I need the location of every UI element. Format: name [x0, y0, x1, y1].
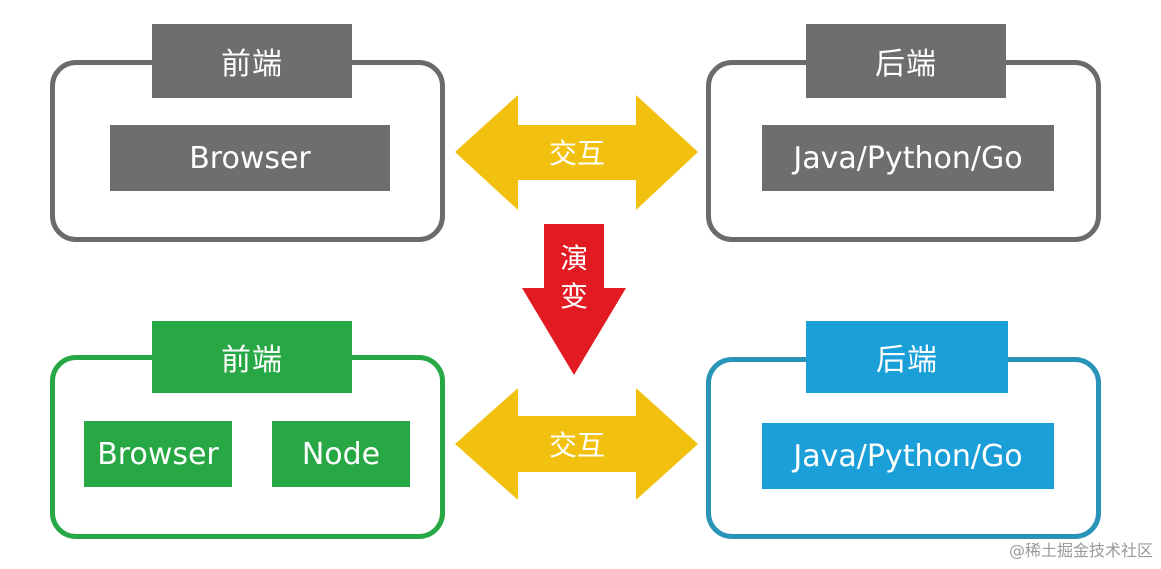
- bottom-frontend-browser-box: Browser: [84, 421, 232, 487]
- watermark: @稀土掘金技术社区: [1008, 541, 1153, 560]
- top-frontend-title: 前端: [152, 24, 352, 98]
- bottom-backend-title: 后端: [806, 321, 1008, 393]
- top-interaction-label: 交互: [549, 137, 605, 170]
- evolution-label-char-2: 变: [560, 280, 588, 313]
- evolution-label-char-1: 演: [560, 242, 588, 275]
- top-interaction-arrow: 交互: [455, 95, 698, 210]
- bottom-frontend-node-box: Node: [272, 421, 410, 487]
- top-frontend-browser-box: Browser: [110, 125, 390, 191]
- evolution-arrow: 演 变: [522, 224, 626, 375]
- top-backend-lang-box: Java/Python/Go: [762, 125, 1054, 191]
- bottom-interaction-label: 交互: [549, 429, 605, 462]
- bottom-frontend-title: 前端: [152, 321, 352, 393]
- bottom-interaction-arrow: 交互: [455, 388, 698, 500]
- top-backend-title: 后端: [806, 24, 1006, 98]
- bottom-backend-lang-box: Java/Python/Go: [762, 423, 1054, 489]
